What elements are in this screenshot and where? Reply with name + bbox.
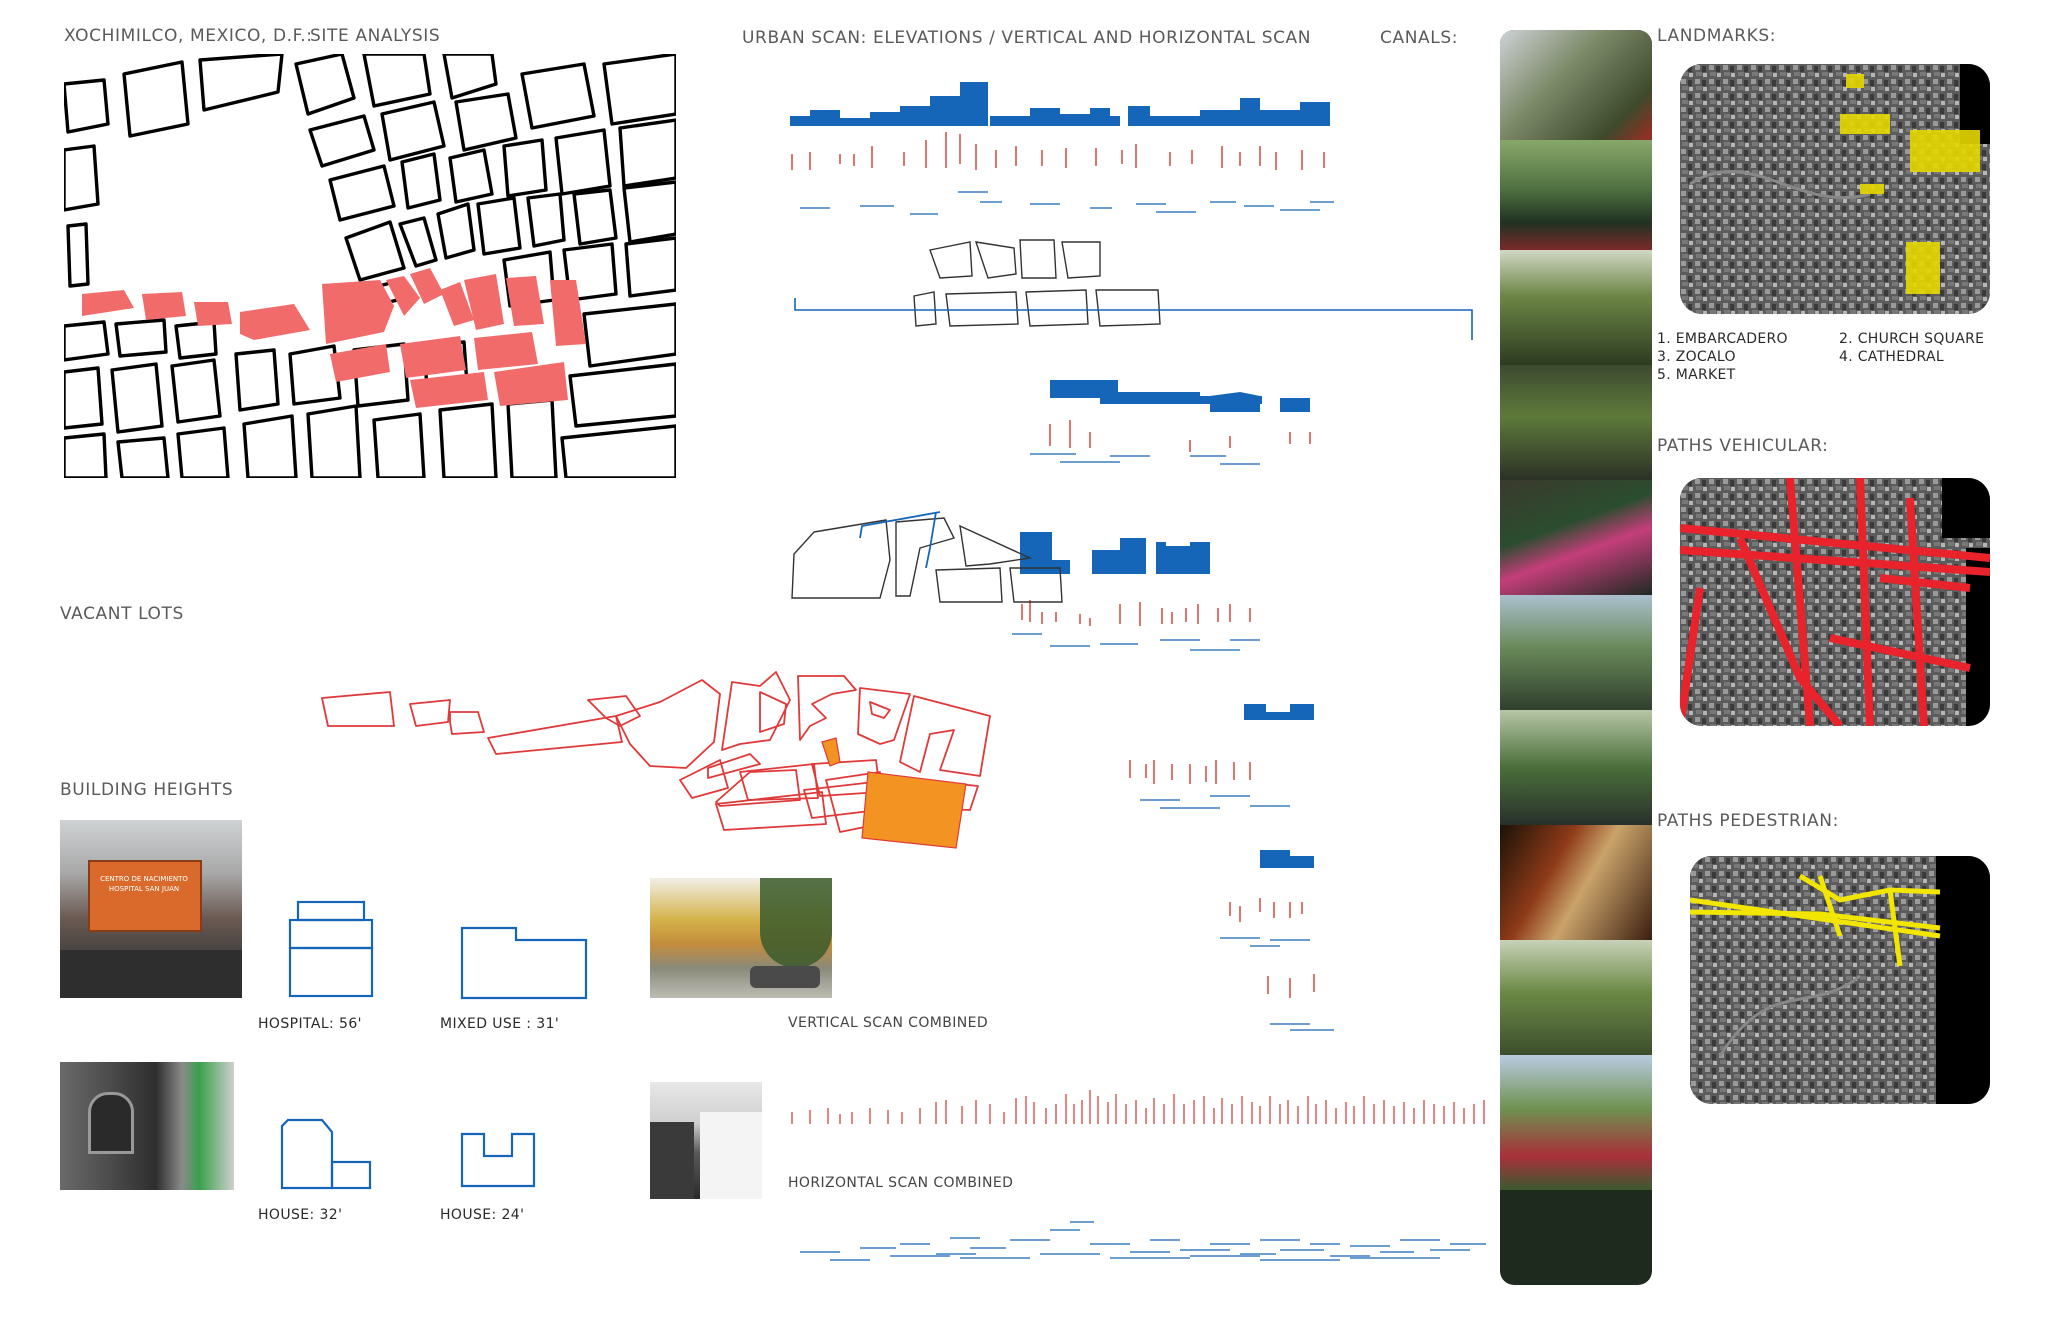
canals-photo-strip xyxy=(1500,30,1652,1285)
house-photo-2 xyxy=(650,1082,762,1199)
urban-scan-title: URBAN SCAN: ELEVATIONS / VERTICAL AND HO… xyxy=(742,28,1312,48)
canal-photo-8 xyxy=(1500,825,1652,940)
hospital-sign-line2: HOSPITAL SAN JUAN xyxy=(108,885,180,893)
legend-item-2: 2. CHURCH SQUARE xyxy=(1839,331,1985,347)
canal-photo-5 xyxy=(1500,480,1652,595)
paths-vehicular-title: PATHS VEHICULAR: xyxy=(1657,436,1829,456)
location-title: XOCHIMILCO, MEXICO, D.F.: xyxy=(64,26,313,46)
vertical-scan-combined xyxy=(791,1090,1485,1124)
mixed-use-photo xyxy=(650,878,832,998)
vehicular-paths-aerial-map xyxy=(1680,478,1990,726)
house-24-elevation-outline xyxy=(460,1132,536,1188)
pedestrian-routes xyxy=(1690,873,1941,967)
vehicular-routes xyxy=(1680,478,1990,726)
hospital-sign-line1: CENTRO DE NACIMIENTO xyxy=(100,875,188,883)
urban-scan-block-outline-2 xyxy=(791,511,1063,603)
urban-scan-block-outline-1 xyxy=(794,239,1473,340)
canal-photo-7 xyxy=(1500,710,1652,825)
pedestrian-paths-aerial-map xyxy=(1690,856,1990,1104)
hospital-photo: CENTRO DE NACIMIENTO HOSPITAL SAN JUAN xyxy=(60,820,242,998)
house-photo-1 xyxy=(60,1062,234,1190)
legend-item-3: 3. ZOCALO xyxy=(1657,349,1736,365)
urban-scan-elevations xyxy=(790,82,1334,1031)
canal-photo-10 xyxy=(1500,1055,1652,1190)
vertical-scan-row-1 xyxy=(791,132,1325,170)
site-analysis-title: SITE ANALYSIS xyxy=(310,26,441,46)
house-24-caption: HOUSE: 24' xyxy=(440,1207,525,1223)
landmarks-title: LANDMARKS: xyxy=(1657,26,1777,46)
building-heights-title: BUILDING HEIGHTS xyxy=(60,780,234,800)
vertical-scan-combined-title: VERTICAL SCAN COMBINED xyxy=(788,1015,989,1031)
canal-photo-2 xyxy=(1500,140,1652,250)
legend-item-1: 1. EMBARCADERO xyxy=(1657,331,1788,347)
mixed-use-caption: MIXED USE : 31' xyxy=(440,1016,560,1032)
canals-title: CANALS: xyxy=(1380,28,1459,48)
canal-photo-9 xyxy=(1500,940,1652,1055)
horizontal-scan-combined xyxy=(800,1221,1486,1261)
canal-photo-1 xyxy=(1500,30,1652,140)
hospital-caption: HOSPITAL: 56' xyxy=(258,1016,362,1032)
site-figure-ground-map xyxy=(64,54,676,478)
paths-pedestrian-title: PATHS PEDESTRIAN: xyxy=(1657,811,1839,831)
mixed-use-elevation-outline xyxy=(460,926,588,1000)
legend-item-4: 4. CATHEDRAL xyxy=(1839,349,1944,365)
vacant-lots-title: VACANT LOTS xyxy=(60,604,184,624)
legend-item-5: 5. MARKET xyxy=(1657,367,1736,383)
canal-photo-4 xyxy=(1500,365,1652,480)
horizontal-scan-combined-title: HORIZONTAL SCAN COMBINED xyxy=(788,1175,1014,1191)
landmarks-aerial-map xyxy=(1680,64,1990,314)
vacant-lots-diagram xyxy=(321,671,991,849)
landmark-highlights xyxy=(1840,74,1980,294)
hospital-elevation-outline xyxy=(288,900,374,998)
house-32-elevation-outline xyxy=(280,1118,372,1190)
house-32-caption: HOUSE: 32' xyxy=(258,1207,343,1223)
canal-photo-3 xyxy=(1500,250,1652,365)
canal-photo-6 xyxy=(1500,595,1652,710)
